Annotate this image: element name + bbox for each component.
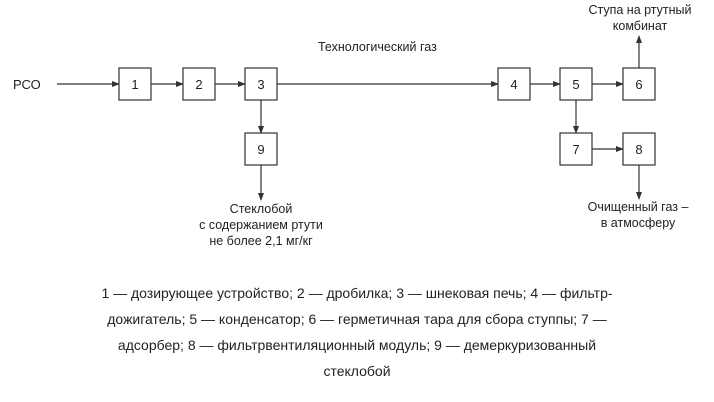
output-8-label: Очищенный газ – в атмосферу [587,200,689,230]
box-8 [622,132,656,166]
box-1-label: 1 [131,77,138,92]
box-4 [497,67,531,101]
output-6-label: Ступа на ртутный комбинат [588,3,692,33]
box-6-label: 6 [635,77,642,92]
box-6 [622,67,656,101]
box-5 [559,67,593,101]
box-4-label: 4 [510,77,517,92]
caption: 1 — дозирующее устройство; 2 — дробилка;… [101,285,613,379]
box-8-label: 8 [635,142,642,157]
box-9-label: 9 [257,142,264,157]
box-1 [118,67,152,101]
box-7-label: 7 [572,142,579,157]
output-9-label: Стеклобой с содержанием ртути не более 2… [199,202,323,248]
box-9 [244,132,278,166]
box-2 [182,67,216,101]
gas-label: Технологический газ [318,40,437,54]
box-5-label: 5 [572,77,579,92]
input-label: РСО [13,77,41,92]
box-3-label: 3 [257,77,264,92]
box-2-label: 2 [195,77,202,92]
box-7 [559,132,593,166]
box-3 [244,67,278,101]
